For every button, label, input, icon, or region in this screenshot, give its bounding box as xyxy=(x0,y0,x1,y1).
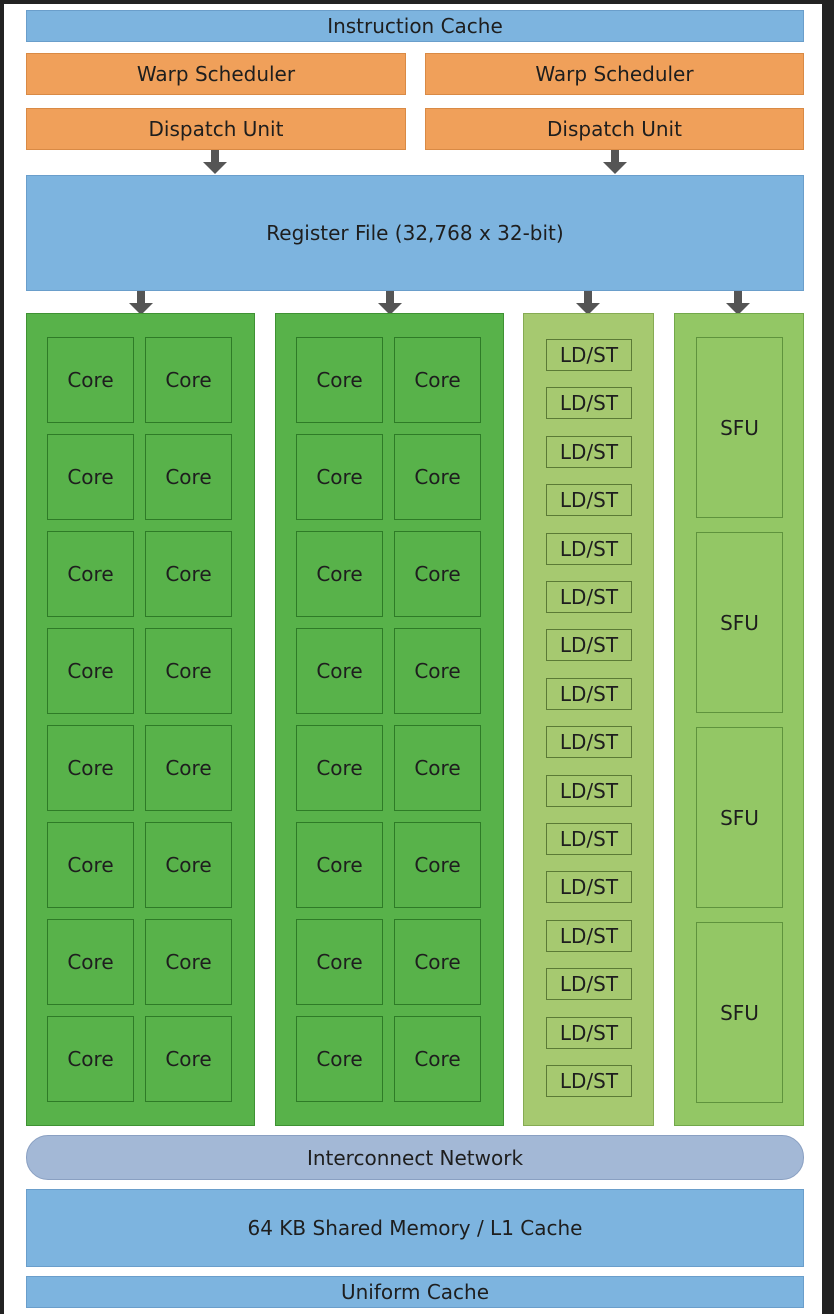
core-cell: Core xyxy=(47,919,134,1005)
dispatch-unit-left-label: Dispatch Unit xyxy=(148,117,284,141)
core-cell: Core xyxy=(145,725,232,811)
core-cell: Core xyxy=(145,822,232,908)
warp-scheduler-left: Warp Scheduler xyxy=(26,53,406,95)
register-arrow-2-icon xyxy=(378,291,402,315)
core-cell: Core xyxy=(296,725,383,811)
sfu-cell: SFU xyxy=(696,727,783,908)
ldst-cell: LD/ST xyxy=(546,726,632,759)
instruction-cache: Instruction Cache xyxy=(26,10,804,42)
core-cell: Core xyxy=(394,919,481,1005)
core-cell: Core xyxy=(47,434,134,520)
core-cell: Core xyxy=(145,531,232,617)
sfu-cell: SFU xyxy=(696,922,783,1103)
core-cell: Core xyxy=(394,725,481,811)
ldst-cell: LD/ST xyxy=(546,871,632,904)
dispatch-unit-right: Dispatch Unit xyxy=(425,108,804,150)
ldst-cell: LD/ST xyxy=(546,581,632,613)
ldst-cell: LD/ST xyxy=(546,484,632,517)
ldst-cell: LD/ST xyxy=(546,919,632,952)
frame-border-right xyxy=(822,0,834,1314)
register-arrow-1-icon xyxy=(129,291,153,315)
dispatch-arrow-right-icon xyxy=(603,150,627,174)
core-cell: Core xyxy=(296,822,383,908)
ldst-cell: LD/ST xyxy=(546,339,632,371)
core-cell: Core xyxy=(145,434,232,520)
dispatch-unit-left: Dispatch Unit xyxy=(26,108,406,150)
core-cell: Core xyxy=(394,434,481,520)
sfu-cell: SFU xyxy=(696,532,783,713)
shared-memory-l1-cache: 64 KB Shared Memory / L1 Cache xyxy=(26,1189,804,1267)
core-cell: Core xyxy=(394,531,481,617)
ldst-cell: LD/ST xyxy=(546,1065,632,1097)
core-cell: Core xyxy=(394,337,481,423)
core-column-2 xyxy=(275,313,504,1126)
interconnect-network: Interconnect Network xyxy=(26,1135,804,1180)
register-arrow-3-icon xyxy=(576,291,600,315)
warp-scheduler-right-label: Warp Scheduler xyxy=(535,62,694,86)
core-cell: Core xyxy=(296,1016,383,1102)
core-cell: Core xyxy=(394,1016,481,1102)
core-cell: Core xyxy=(296,628,383,714)
core-cell: Core xyxy=(145,1016,232,1102)
core-cell: Core xyxy=(47,531,134,617)
ldst-cell: LD/ST xyxy=(546,677,632,710)
ldst-cell: LD/ST xyxy=(546,823,632,855)
instruction-cache-label: Instruction Cache xyxy=(327,14,503,38)
register-file: Register File (32,768 x 32-bit) xyxy=(26,175,804,291)
uniform-cache: Uniform Cache xyxy=(26,1276,804,1308)
ldst-cell: LD/ST xyxy=(546,435,632,468)
shared-memory-label: 64 KB Shared Memory / L1 Cache xyxy=(247,1216,583,1240)
core-cell: Core xyxy=(394,822,481,908)
core-cell: Core xyxy=(296,919,383,1005)
core-cell: Core xyxy=(47,1016,134,1102)
ldst-cell: LD/ST xyxy=(546,387,632,420)
frame-border-top xyxy=(0,0,834,4)
core-cell: Core xyxy=(47,628,134,714)
warp-scheduler-left-label: Warp Scheduler xyxy=(136,62,296,86)
core-cell: Core xyxy=(296,531,383,617)
core-cell: Core xyxy=(145,628,232,714)
ldst-cell: LD/ST xyxy=(546,968,632,1001)
core-cell: Core xyxy=(145,919,232,1005)
core-cell: Core xyxy=(296,337,383,423)
ldst-cell: LD/ST xyxy=(546,629,632,662)
frame-border-left xyxy=(0,0,4,1314)
core-cell: Core xyxy=(394,628,481,714)
register-arrow-4-icon xyxy=(726,291,750,315)
register-file-label: Register File (32,768 x 32-bit) xyxy=(266,221,564,245)
core-cell: Core xyxy=(47,822,134,908)
ldst-cell: LD/ST xyxy=(546,532,632,565)
core-cell: Core xyxy=(296,434,383,520)
dispatch-arrow-left-icon xyxy=(203,150,227,174)
core-cell: Core xyxy=(47,725,134,811)
core-cell: Core xyxy=(47,337,134,423)
dispatch-unit-right-label: Dispatch Unit xyxy=(547,117,682,141)
ldst-cell: LD/ST xyxy=(546,1016,632,1049)
core-column-1 xyxy=(26,313,255,1126)
interconnect-network-label: Interconnect Network xyxy=(306,1145,524,1170)
sfu-cell: SFU xyxy=(696,337,783,518)
ldst-cell: LD/ST xyxy=(546,774,632,807)
warp-scheduler-right: Warp Scheduler xyxy=(425,53,804,95)
uniform-cache-label: Uniform Cache xyxy=(340,1280,490,1304)
core-cell: Core xyxy=(145,337,232,423)
